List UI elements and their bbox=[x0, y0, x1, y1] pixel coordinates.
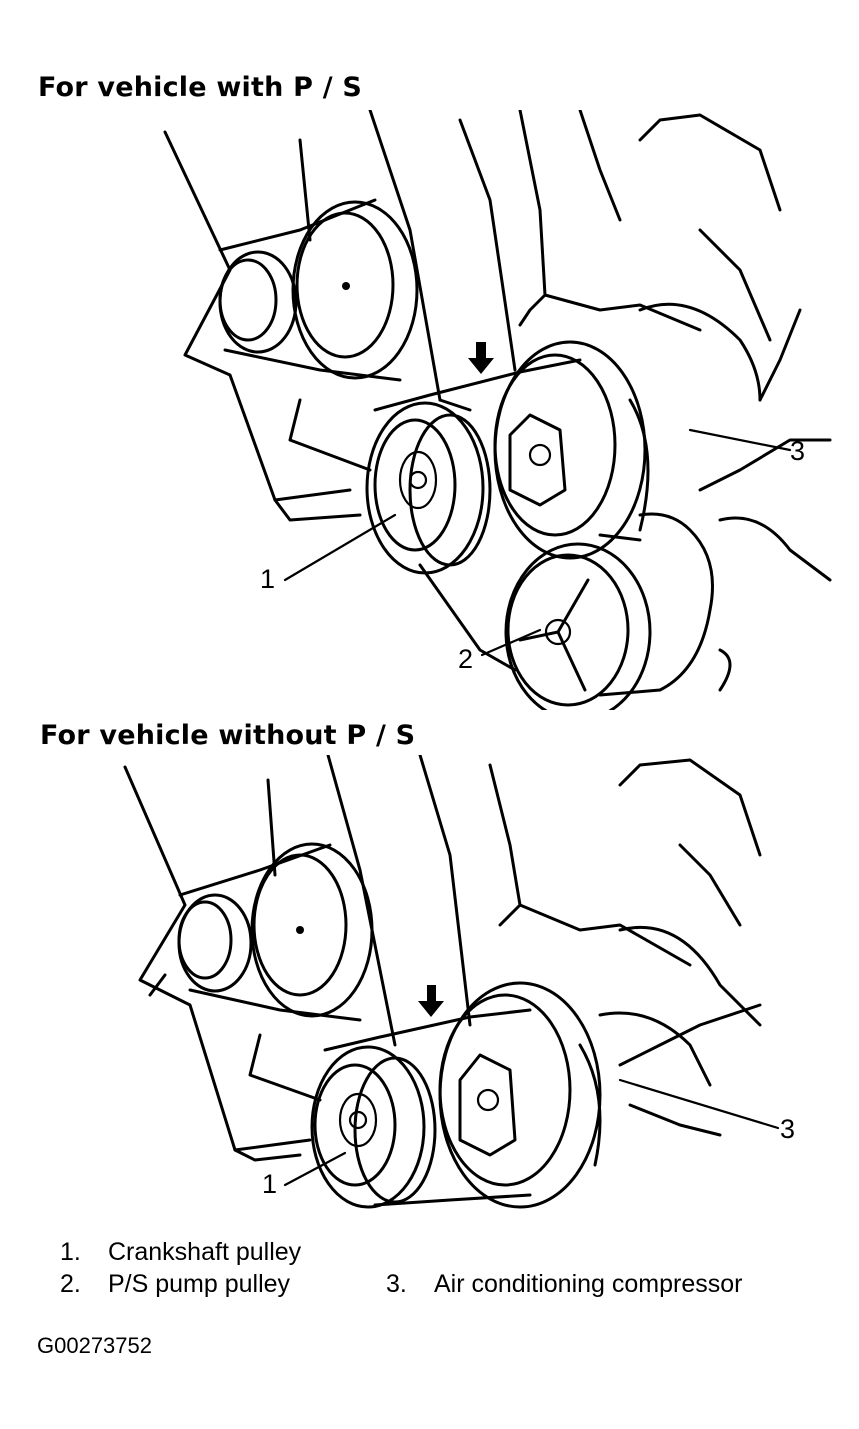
belt-press-arrow-icon bbox=[418, 985, 444, 1017]
heading-without-ps: For vehicle without P / S bbox=[40, 720, 416, 751]
engine-block-outline bbox=[123, 755, 762, 1162]
idler-pulley-group bbox=[177, 842, 374, 1022]
leader-lines bbox=[283, 1078, 780, 1187]
legend-label: P/S pump pulley bbox=[108, 1270, 291, 1298]
belt-press-arrow-icon bbox=[468, 342, 494, 374]
figure-id: G00273752 bbox=[37, 1333, 152, 1358]
diagram-with-ps: 1 2 3 bbox=[163, 110, 832, 710]
callout-1: 1 bbox=[262, 1169, 277, 1199]
ac-compressor-pulley bbox=[493, 340, 647, 560]
legend-number: 3. bbox=[386, 1270, 407, 1298]
legend-label: Crankshaft pulley bbox=[108, 1238, 302, 1266]
legend-number: 1. bbox=[60, 1238, 81, 1266]
callout-3: 3 bbox=[790, 436, 805, 466]
diagram-without-ps: 1 3 bbox=[123, 755, 795, 1209]
drive-belt bbox=[323, 1008, 602, 1207]
legend-number: 2. bbox=[60, 1270, 81, 1298]
legend-item-ps-pump: 2. P/S pump pulley bbox=[60, 1270, 290, 1299]
engine-block-outline bbox=[163, 110, 832, 697]
callout-2: 2 bbox=[458, 644, 473, 674]
callout-3: 3 bbox=[780, 1114, 795, 1144]
legend-item-crankshaft: 1. Crankshaft pulley bbox=[60, 1238, 301, 1267]
idler-pulley-group bbox=[218, 198, 419, 382]
crankshaft-pulley bbox=[365, 401, 492, 575]
drive-belt bbox=[373, 358, 650, 672]
legend-item-compressor: 3. Air conditioning compressor bbox=[386, 1270, 742, 1299]
heading-with-ps: For vehicle with P / S bbox=[38, 72, 362, 103]
leader-lines bbox=[283, 428, 792, 657]
legend-label: Air conditioning compressor bbox=[434, 1270, 743, 1298]
crankshaft-pulley bbox=[310, 1045, 437, 1209]
ac-compressor-pulley bbox=[438, 981, 602, 1209]
ps-pump-pulley bbox=[504, 542, 652, 710]
callout-1: 1 bbox=[260, 564, 275, 594]
